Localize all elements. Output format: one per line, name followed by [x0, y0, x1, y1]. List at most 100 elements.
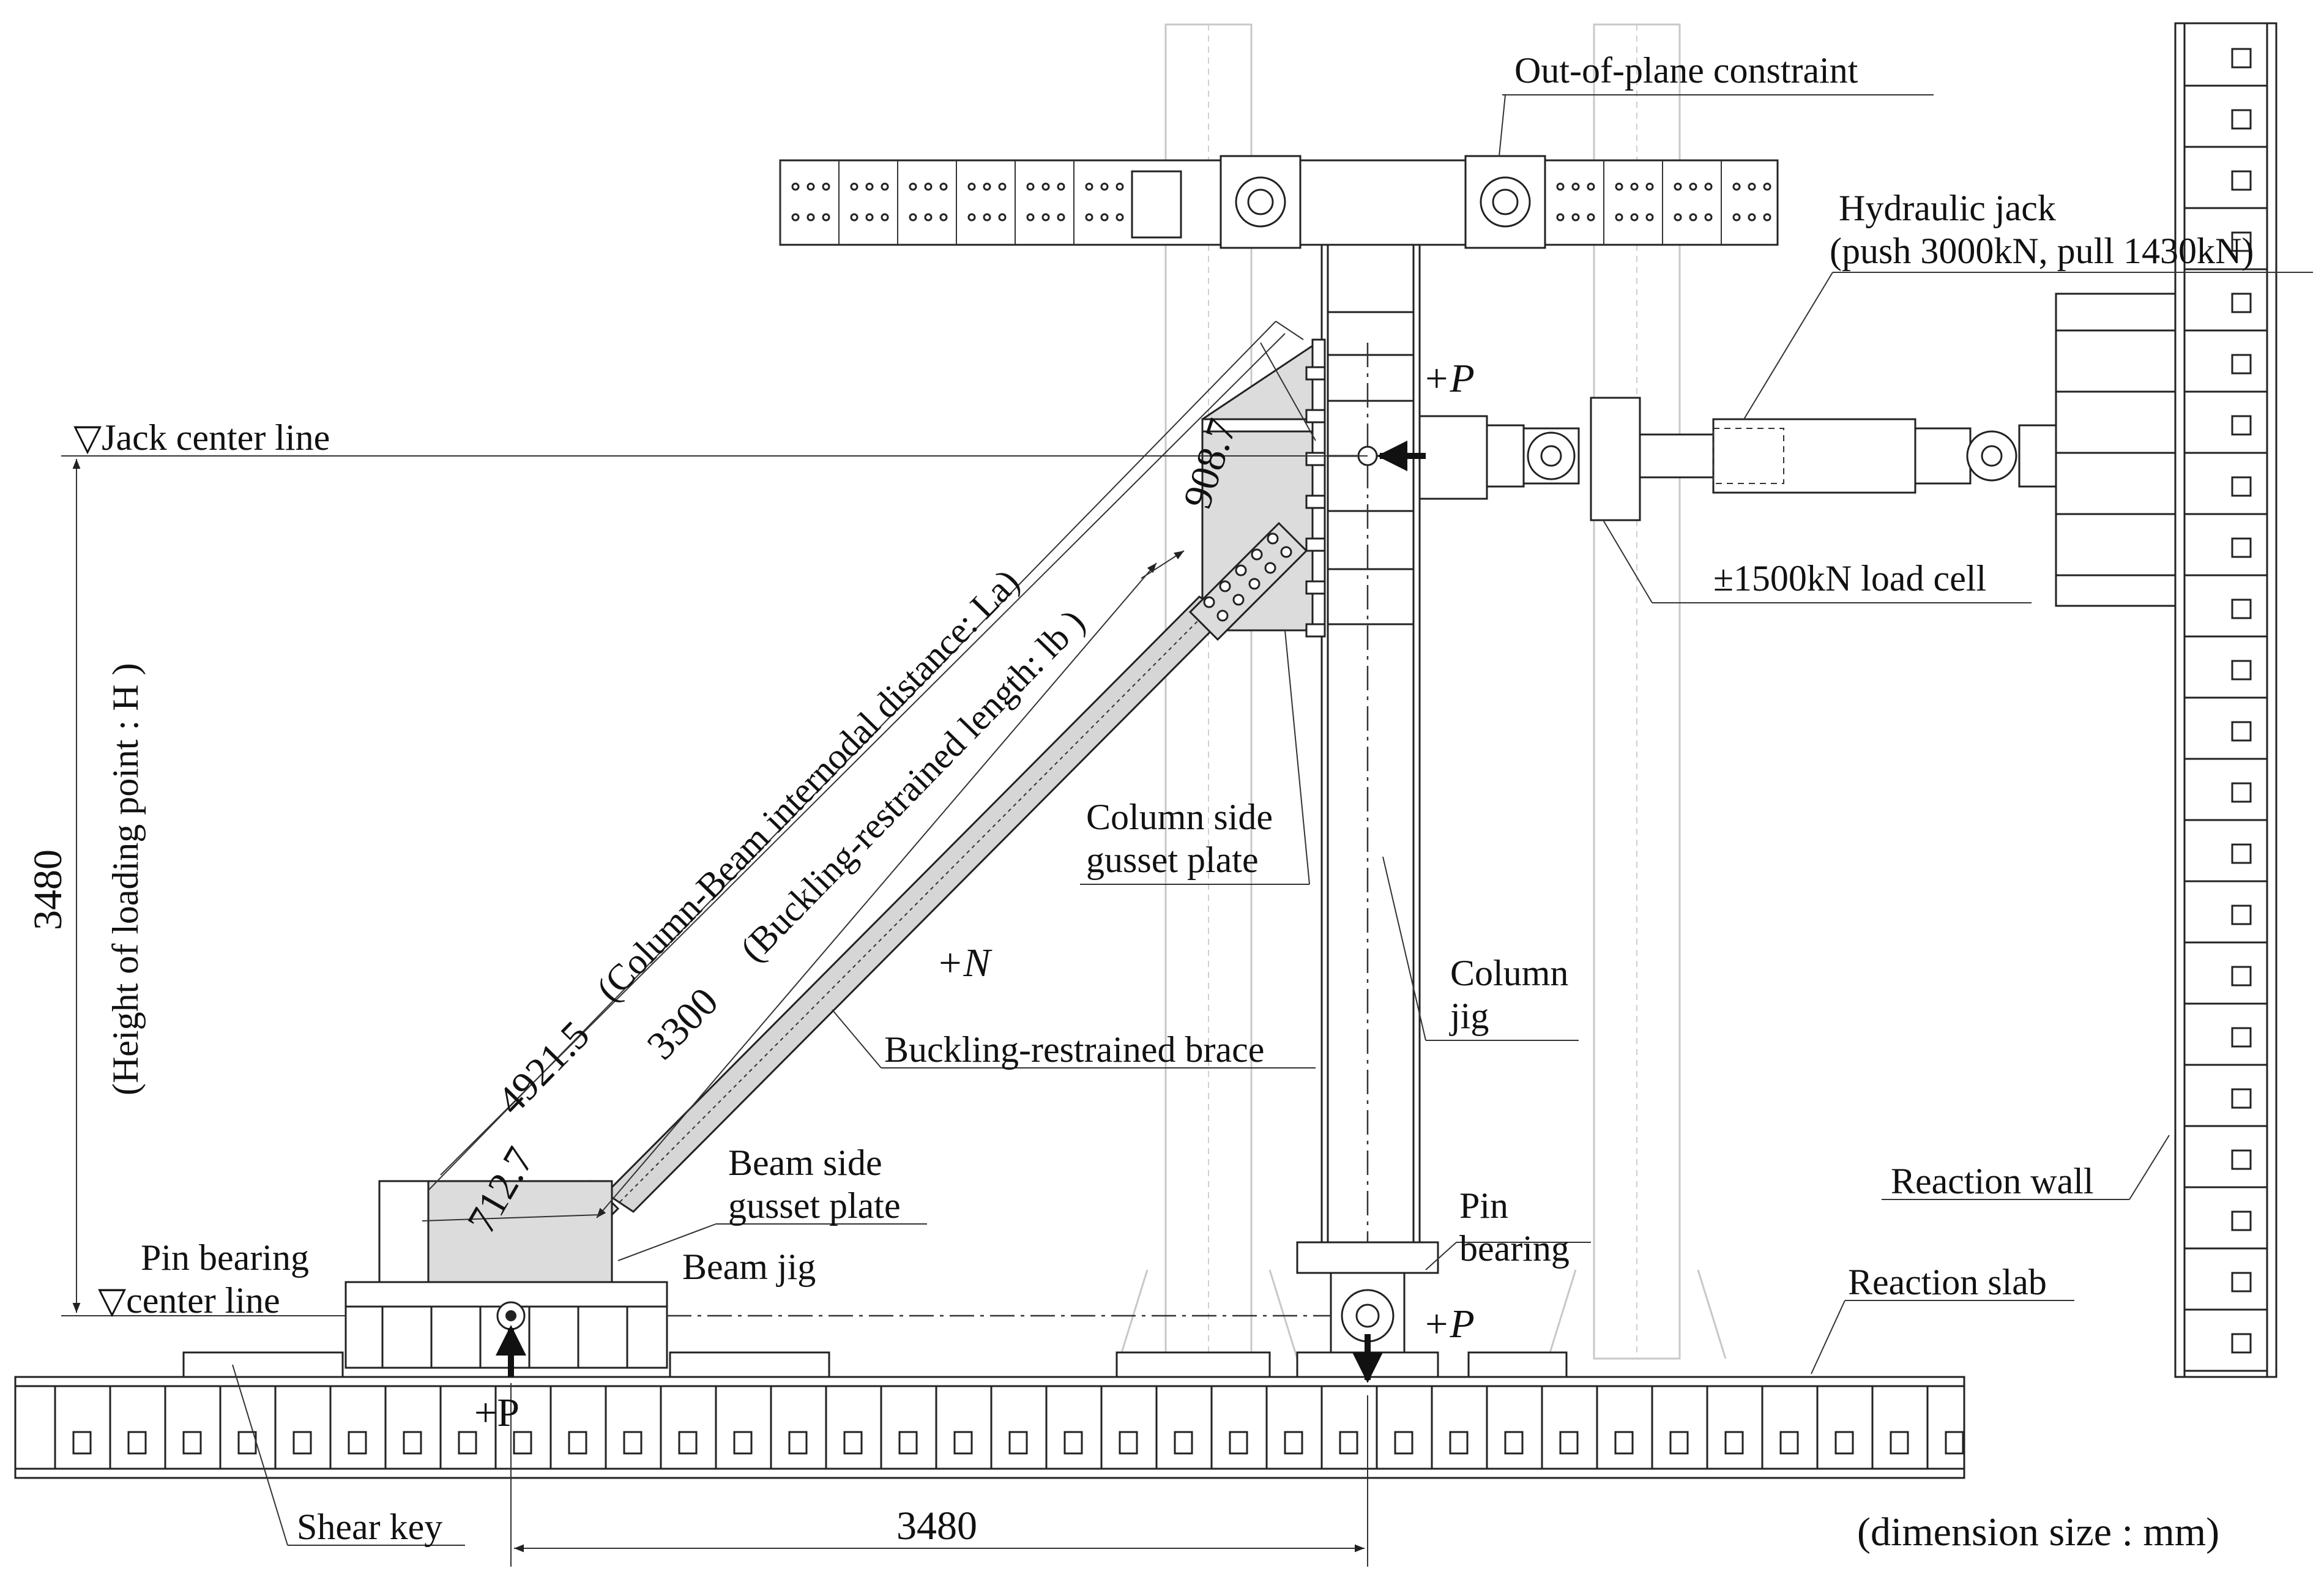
beam-bolt — [1689, 213, 1697, 222]
beam-bolt — [967, 213, 976, 222]
slab-anchor-bolt — [127, 1431, 147, 1455]
label-reaction-slab: Reaction slab — [1848, 1262, 2047, 1302]
dim-horizontal-value: 3480 — [896, 1504, 977, 1548]
label-hydraulic-jack-capacity: (push 3000kN, pull 1430kN) — [1830, 231, 2254, 271]
slab-anchor-bolt — [1890, 1431, 1909, 1455]
label-beam-jig: Beam jig — [682, 1247, 816, 1287]
slab-anchor-bolt — [843, 1431, 863, 1455]
beam-bolt — [909, 182, 917, 191]
force-n: +N — [936, 941, 993, 985]
beam-bolt — [881, 182, 889, 191]
beam-bolt — [1732, 213, 1741, 222]
slab-anchor-bolt — [1614, 1431, 1634, 1455]
slab-anchor-bolt — [788, 1431, 808, 1455]
wall-anchor-bolt — [2231, 537, 2252, 558]
beam-bolt — [967, 182, 976, 191]
beam-bolt — [850, 213, 858, 222]
beam-bolt — [1587, 213, 1595, 222]
wall-anchor-bolt — [2231, 48, 2252, 69]
gusset-bolt — [1305, 366, 1326, 381]
slab-anchor-bolt — [1559, 1431, 1579, 1455]
slab-anchor-bolt — [1394, 1431, 1413, 1455]
dim-lb-value: 3300 — [638, 979, 726, 1068]
beam-bolt — [1026, 213, 1035, 222]
wall-anchor-bolt — [2231, 599, 2252, 619]
gusset-bolt — [1305, 580, 1326, 595]
slab-anchor-bolt — [1339, 1431, 1358, 1455]
force-p-top: +P — [1423, 356, 1475, 401]
wall-anchor-bolt — [2231, 1149, 2252, 1170]
reaction-wall — [2174, 22, 2277, 1378]
reaction-slab — [14, 1376, 1965, 1479]
label-brb: Buckling-restrained brace — [884, 1029, 1264, 1070]
label-shear-key: Shear key — [297, 1507, 442, 1547]
beam-bolt — [998, 182, 1007, 191]
beam-bolt — [822, 182, 830, 191]
label-reaction-wall: Reaction wall — [1891, 1161, 2094, 1201]
slab-anchor-bolt — [1669, 1431, 1689, 1455]
slab-anchor-bolt — [1008, 1431, 1028, 1455]
gusset-bolt — [1305, 452, 1326, 466]
beam-bolt — [909, 213, 917, 222]
dimension-lines — [61, 321, 1368, 1567]
slab-anchor-bolt — [292, 1431, 312, 1455]
beam-bolt — [1057, 182, 1065, 191]
brace-bolt — [1203, 596, 1215, 608]
beam-bolt — [1041, 213, 1050, 222]
slab-anchor-bolt — [1945, 1431, 1964, 1455]
column-side-gusset-plate — [1201, 338, 1326, 638]
slab-anchor-bolt — [1063, 1431, 1083, 1455]
slab-anchor-bolt — [1229, 1431, 1248, 1455]
brace-bolt — [1235, 564, 1247, 576]
beam-bolt — [1556, 182, 1565, 191]
slab-anchor-bolt — [1449, 1431, 1469, 1455]
wall-anchor-bolt — [2231, 660, 2252, 681]
beam-bolt — [939, 182, 948, 191]
gusset-bolt — [1305, 409, 1326, 423]
beam-bolt — [1100, 182, 1109, 191]
beam-bolt — [822, 213, 830, 222]
wall-anchor-bolt — [2231, 170, 2252, 191]
label-hydraulic-jack: Hydraulic jack — [1839, 188, 2056, 228]
wall-anchor-bolt — [2231, 476, 2252, 497]
beam-bolt — [1041, 182, 1050, 191]
beam-bolt — [1556, 213, 1565, 222]
wall-anchor-bolt — [2231, 293, 2252, 313]
beam-bolt — [1645, 213, 1654, 222]
beam-bolt — [1748, 213, 1756, 222]
label-pin-bearing-center-1: Pin bearing — [141, 1237, 309, 1278]
beam-bolt — [1630, 182, 1639, 191]
wall-anchor-bolt — [2231, 354, 2252, 375]
beam-bolt — [983, 182, 991, 191]
slab-anchor-bolt — [1504, 1431, 1524, 1455]
dim-height-value: 3480 — [26, 849, 70, 930]
beam-bolt — [865, 182, 874, 191]
wall-anchor-bolt — [2231, 966, 2252, 987]
slab-anchor-bolt — [458, 1431, 477, 1455]
beam-bolt — [1704, 182, 1713, 191]
slab-anchor-bolt — [182, 1431, 202, 1455]
beam-bolt — [791, 182, 800, 191]
beam-bolt — [806, 213, 815, 222]
dim-height-label: (Height of loading point : H ) — [105, 663, 146, 1095]
beam-bolt — [1085, 182, 1093, 191]
beam-bolt — [865, 213, 874, 222]
slab-anchor-bolt — [513, 1431, 532, 1455]
brace-bolt — [1248, 578, 1261, 590]
label-unit-note: (dimension size : mm) — [1857, 1510, 2219, 1554]
slab-anchor-bolt — [953, 1431, 973, 1455]
beam-bolt — [1057, 213, 1065, 222]
brace-bolt — [1264, 562, 1276, 574]
hydraulic-jack-assembly — [1357, 293, 2177, 607]
wall-anchor-bolt — [2231, 1333, 2252, 1354]
beam-bolt — [1615, 182, 1623, 191]
beam-bolt — [1100, 213, 1109, 222]
force-p-right: +P — [1423, 1302, 1475, 1346]
beam-side-gusset-plate — [378, 1180, 613, 1283]
beam-bolt — [1630, 213, 1639, 222]
brace-bolt — [1280, 546, 1292, 558]
slab-anchor-bolt — [1834, 1431, 1854, 1455]
label-column-jig-2: jig — [1449, 996, 1489, 1036]
out-of-plane-constraint-frame — [779, 155, 1779, 249]
